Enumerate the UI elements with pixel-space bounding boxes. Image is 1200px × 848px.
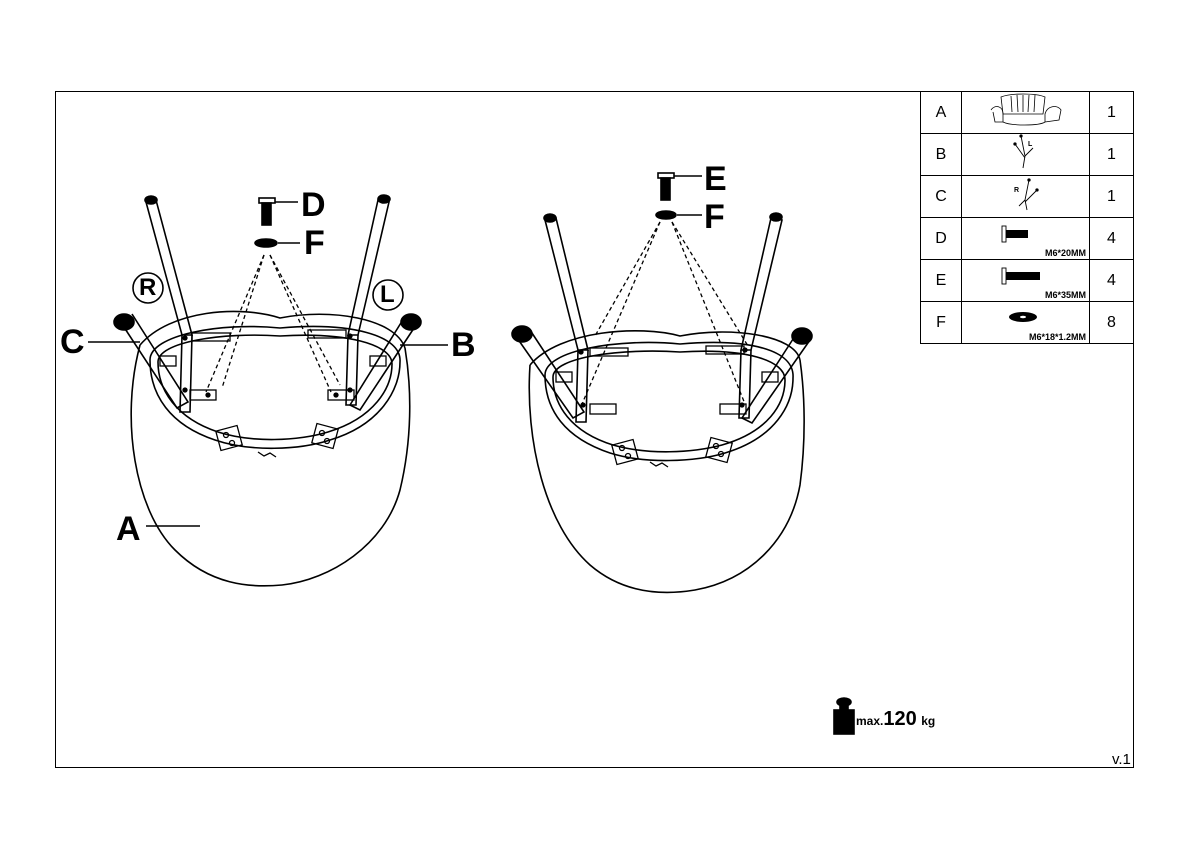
callout-e: E	[704, 160, 727, 198]
washer-f-right-icon	[655, 210, 677, 220]
part-qty: 1	[1089, 133, 1134, 176]
left-assembly-view	[88, 194, 448, 587]
r-mark-icon	[132, 272, 164, 304]
weight-icon	[833, 697, 855, 735]
part-icon-cell: M6*35MM	[961, 259, 1090, 302]
right-assembly-view	[511, 172, 813, 594]
part-id: C	[920, 175, 962, 218]
part-id: B	[920, 133, 962, 176]
bolt-short-icon	[1001, 225, 1028, 243]
part-id: D	[920, 217, 962, 260]
part-qty: 4	[1089, 217, 1134, 260]
bolt-d-icon	[258, 197, 276, 226]
max-load-value: 120	[883, 708, 917, 730]
part-icon-cell	[961, 91, 1090, 134]
part-id: A	[920, 91, 962, 134]
leg-c-right-view	[511, 213, 590, 423]
max-load-unit: kg	[921, 714, 936, 728]
parts-list-table: A 1 B L 1 C R	[920, 91, 1134, 344]
l-mark-icon	[372, 279, 404, 311]
parts-row-c: C R 1	[920, 175, 1134, 218]
leg-r-mark: R	[1014, 187, 1019, 194]
part-qty: 1	[1089, 175, 1134, 218]
leg-b-right-view	[738, 212, 813, 425]
parts-row-a: A 1	[920, 91, 1134, 134]
leg-left-icon: L	[1012, 134, 1033, 169]
callout-b: B	[451, 326, 476, 364]
callout-f-right: F	[704, 198, 725, 236]
parts-row-f: F M6*18*1.2MM 8	[920, 301, 1134, 344]
washer-icon	[1009, 312, 1037, 322]
chair-seat-icon	[990, 93, 1061, 126]
part-qty: 4	[1089, 259, 1134, 302]
parts-row-e: E M6*35MM 4	[920, 259, 1134, 302]
part-spec: M6*20MM	[1044, 248, 1086, 258]
part-id: F	[920, 301, 962, 344]
part-icon-cell: M6*18*1.2MM	[961, 301, 1090, 344]
part-qty: 1	[1089, 91, 1134, 134]
brackets-right	[555, 345, 779, 468]
callout-d: D	[301, 186, 326, 224]
callout-r: R	[139, 274, 157, 301]
bolt-long-icon	[1001, 267, 1040, 285]
brackets-left	[159, 329, 387, 458]
part-icon-cell: R	[961, 175, 1090, 218]
part-qty: 8	[1089, 301, 1134, 344]
callout-c: C	[60, 323, 85, 361]
part-spec: M6*35MM	[1044, 290, 1086, 300]
leg-c-left-view	[113, 195, 194, 413]
part-id: E	[920, 259, 962, 302]
callout-f-left: F	[304, 224, 325, 262]
seat-shell-left	[130, 344, 411, 587]
drawing-frame	[55, 91, 1134, 768]
leg-b-left-view	[345, 194, 422, 412]
leg-right-icon: R	[1014, 178, 1039, 211]
washer-f-icon	[254, 238, 278, 248]
seat-shell-right	[528, 359, 805, 594]
callout-a: A	[116, 510, 141, 548]
leg-l-mark: L	[1028, 141, 1033, 148]
callout-l: L	[380, 281, 395, 308]
version-label: v.1	[1112, 751, 1131, 768]
max-load-prefix: max.	[856, 714, 884, 728]
part-spec: M6*18*1.2MM	[1028, 332, 1086, 342]
bolt-e-icon	[657, 172, 675, 201]
parts-row-b: B L 1	[920, 133, 1134, 176]
part-icon-cell: L	[961, 133, 1090, 176]
part-icon-cell: M6*20MM	[961, 217, 1090, 260]
max-load-label: max.120 kg	[856, 708, 935, 731]
parts-row-d: D M6*20MM 4	[920, 217, 1134, 260]
